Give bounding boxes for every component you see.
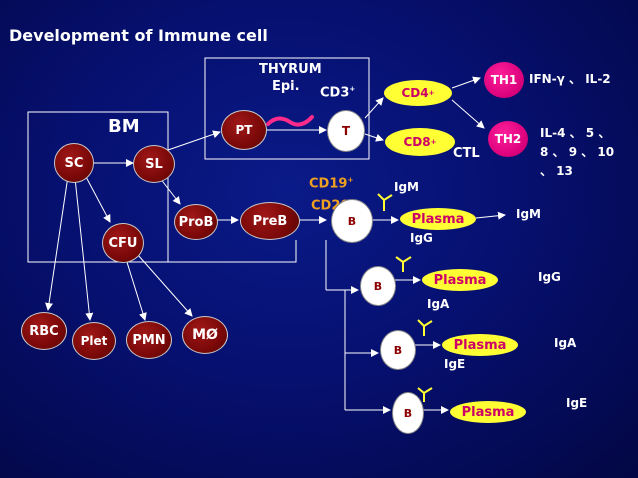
igg-output: IgG bbox=[538, 270, 561, 284]
arrow-sl-prob bbox=[159, 177, 181, 205]
node-b4: B bbox=[392, 392, 424, 434]
arrow-sc-plet bbox=[74, 177, 94, 321]
node-cd8: CD8+ bbox=[385, 128, 455, 156]
th2-output-1: IL-4 、 5 、 bbox=[540, 126, 611, 140]
node-prob: ProB bbox=[174, 204, 218, 240]
node-pt: PT bbox=[221, 110, 267, 150]
plasma-1: Plasma bbox=[400, 208, 476, 230]
th2-output-3: 、 13 bbox=[540, 164, 573, 178]
node-mo: MØ bbox=[182, 316, 228, 354]
node-sl: SL bbox=[133, 145, 175, 183]
igm-output: IgM bbox=[516, 207, 541, 221]
cd3-label: CD3+ bbox=[320, 85, 356, 101]
node-cfu: CFU bbox=[102, 223, 144, 263]
node-b3: B bbox=[380, 330, 416, 370]
plasma-4: Plasma bbox=[450, 401, 526, 423]
plasma-3: Plasma bbox=[442, 334, 518, 356]
node-sc: SC bbox=[54, 143, 94, 183]
arrow-cfu-pmn bbox=[125, 258, 147, 321]
bm-label: BM bbox=[108, 116, 140, 137]
igm-label-top: IgM bbox=[394, 180, 419, 194]
node-pmn: PMN bbox=[126, 321, 172, 359]
igg-label-mid: IgG bbox=[410, 231, 433, 245]
node-rbc: RBC bbox=[21, 312, 67, 350]
arrow-t-cd8 bbox=[364, 133, 384, 142]
th2-output-2: 8 、 9 、 10 bbox=[540, 145, 615, 159]
ctl-label: CTL bbox=[453, 146, 480, 161]
ige-label-mid: IgE bbox=[444, 357, 466, 371]
arrow-cd4-th2 bbox=[451, 99, 485, 129]
arrow-cfu-mo bbox=[137, 254, 193, 317]
node-cd4: CD4+ bbox=[384, 80, 452, 106]
ige-output: IgE bbox=[566, 396, 588, 410]
antibody-icon-iga bbox=[417, 319, 433, 336]
antibody-icon-igg bbox=[395, 256, 412, 272]
node-plet: Plet bbox=[72, 322, 116, 360]
node-b2: B bbox=[360, 266, 396, 306]
epi-label: Epi. bbox=[272, 79, 300, 94]
thymus-label: THYRUM bbox=[259, 62, 322, 77]
antibody-icon-ige bbox=[417, 387, 433, 402]
node-th2: TH2 bbox=[488, 121, 528, 157]
antibody-icon-igm bbox=[377, 193, 393, 211]
page-title: Development of Immune cell bbox=[9, 26, 268, 45]
iga-output: IgA bbox=[554, 336, 577, 350]
arrow-sc-rbc bbox=[45, 175, 69, 311]
plasma-2: Plasma bbox=[422, 269, 498, 291]
thymus-box bbox=[204, 57, 370, 160]
connector-line bbox=[168, 240, 297, 263]
bm-box bbox=[27, 111, 169, 263]
node-th1: TH1 bbox=[484, 62, 524, 98]
cd19-label: CD19+ bbox=[309, 176, 354, 192]
arrow-sl-pt bbox=[167, 130, 221, 151]
thymus-wave bbox=[266, 115, 314, 127]
node-b1: B bbox=[331, 199, 373, 243]
node-t: T bbox=[327, 110, 365, 152]
node-preb: PreB bbox=[240, 202, 300, 240]
iga-label-mid: IgA bbox=[427, 297, 450, 311]
arrow-cd4-th1 bbox=[451, 76, 481, 89]
th1-output: IFN-γ 、 IL-2 bbox=[529, 72, 611, 86]
arrow-sc-cfu bbox=[84, 174, 111, 223]
arrow-plasma1-out bbox=[475, 211, 506, 220]
arrow-t-cd4 bbox=[364, 97, 384, 119]
